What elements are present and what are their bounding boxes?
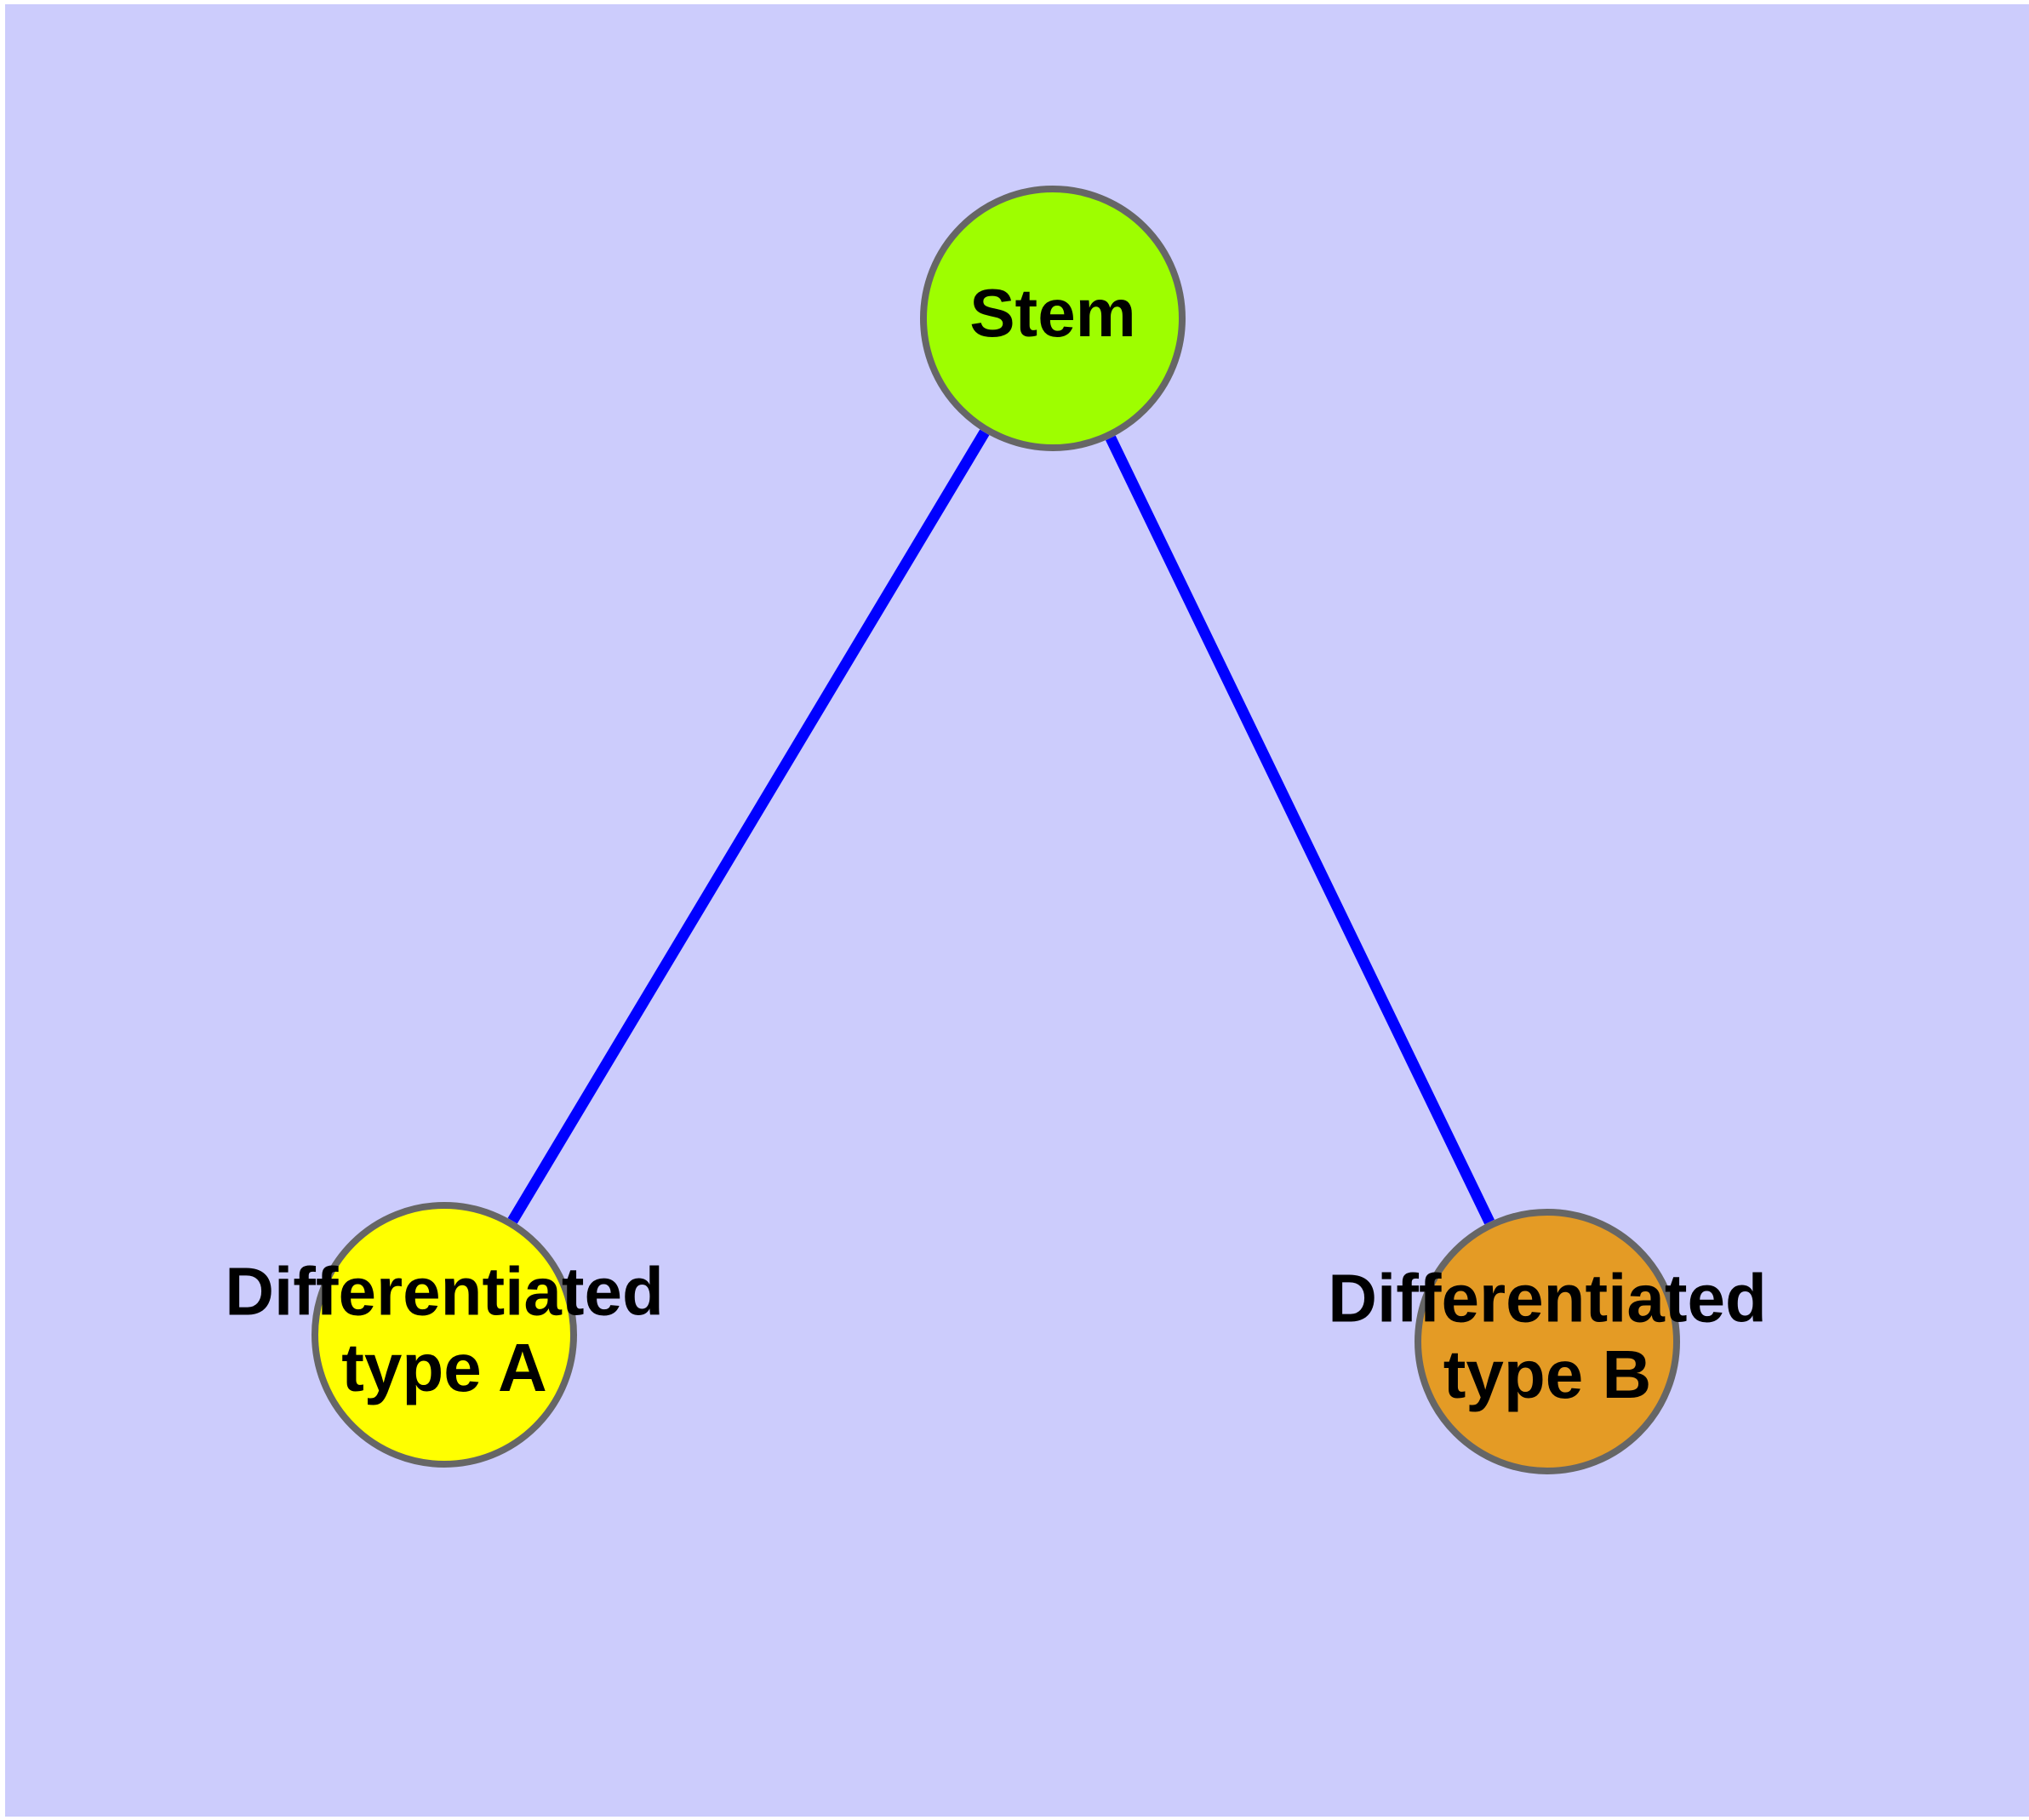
graph-node-label-diff_a-line-1: Differentiated [225,1253,664,1329]
node-layer [311,186,1680,1474]
edge-layer [507,429,1495,1225]
graph-node-label-diff_b-line-1: Differentiated [1328,1260,1767,1336]
graph-node-label-stem-line-1: Stem [969,275,1136,351]
graph-node-stem[interactable] [920,186,1186,451]
edge-stem-diff-b [1106,435,1495,1225]
graph-node-label-diff_a-line-2: type A [341,1330,547,1405]
graph-node-diff_a[interactable] [311,1202,577,1468]
edge-stem-diff-a [507,429,990,1224]
graph-node-label-diff_b-line-2: type B [1443,1336,1652,1412]
graph-node-diff_b[interactable] [1415,1209,1680,1474]
